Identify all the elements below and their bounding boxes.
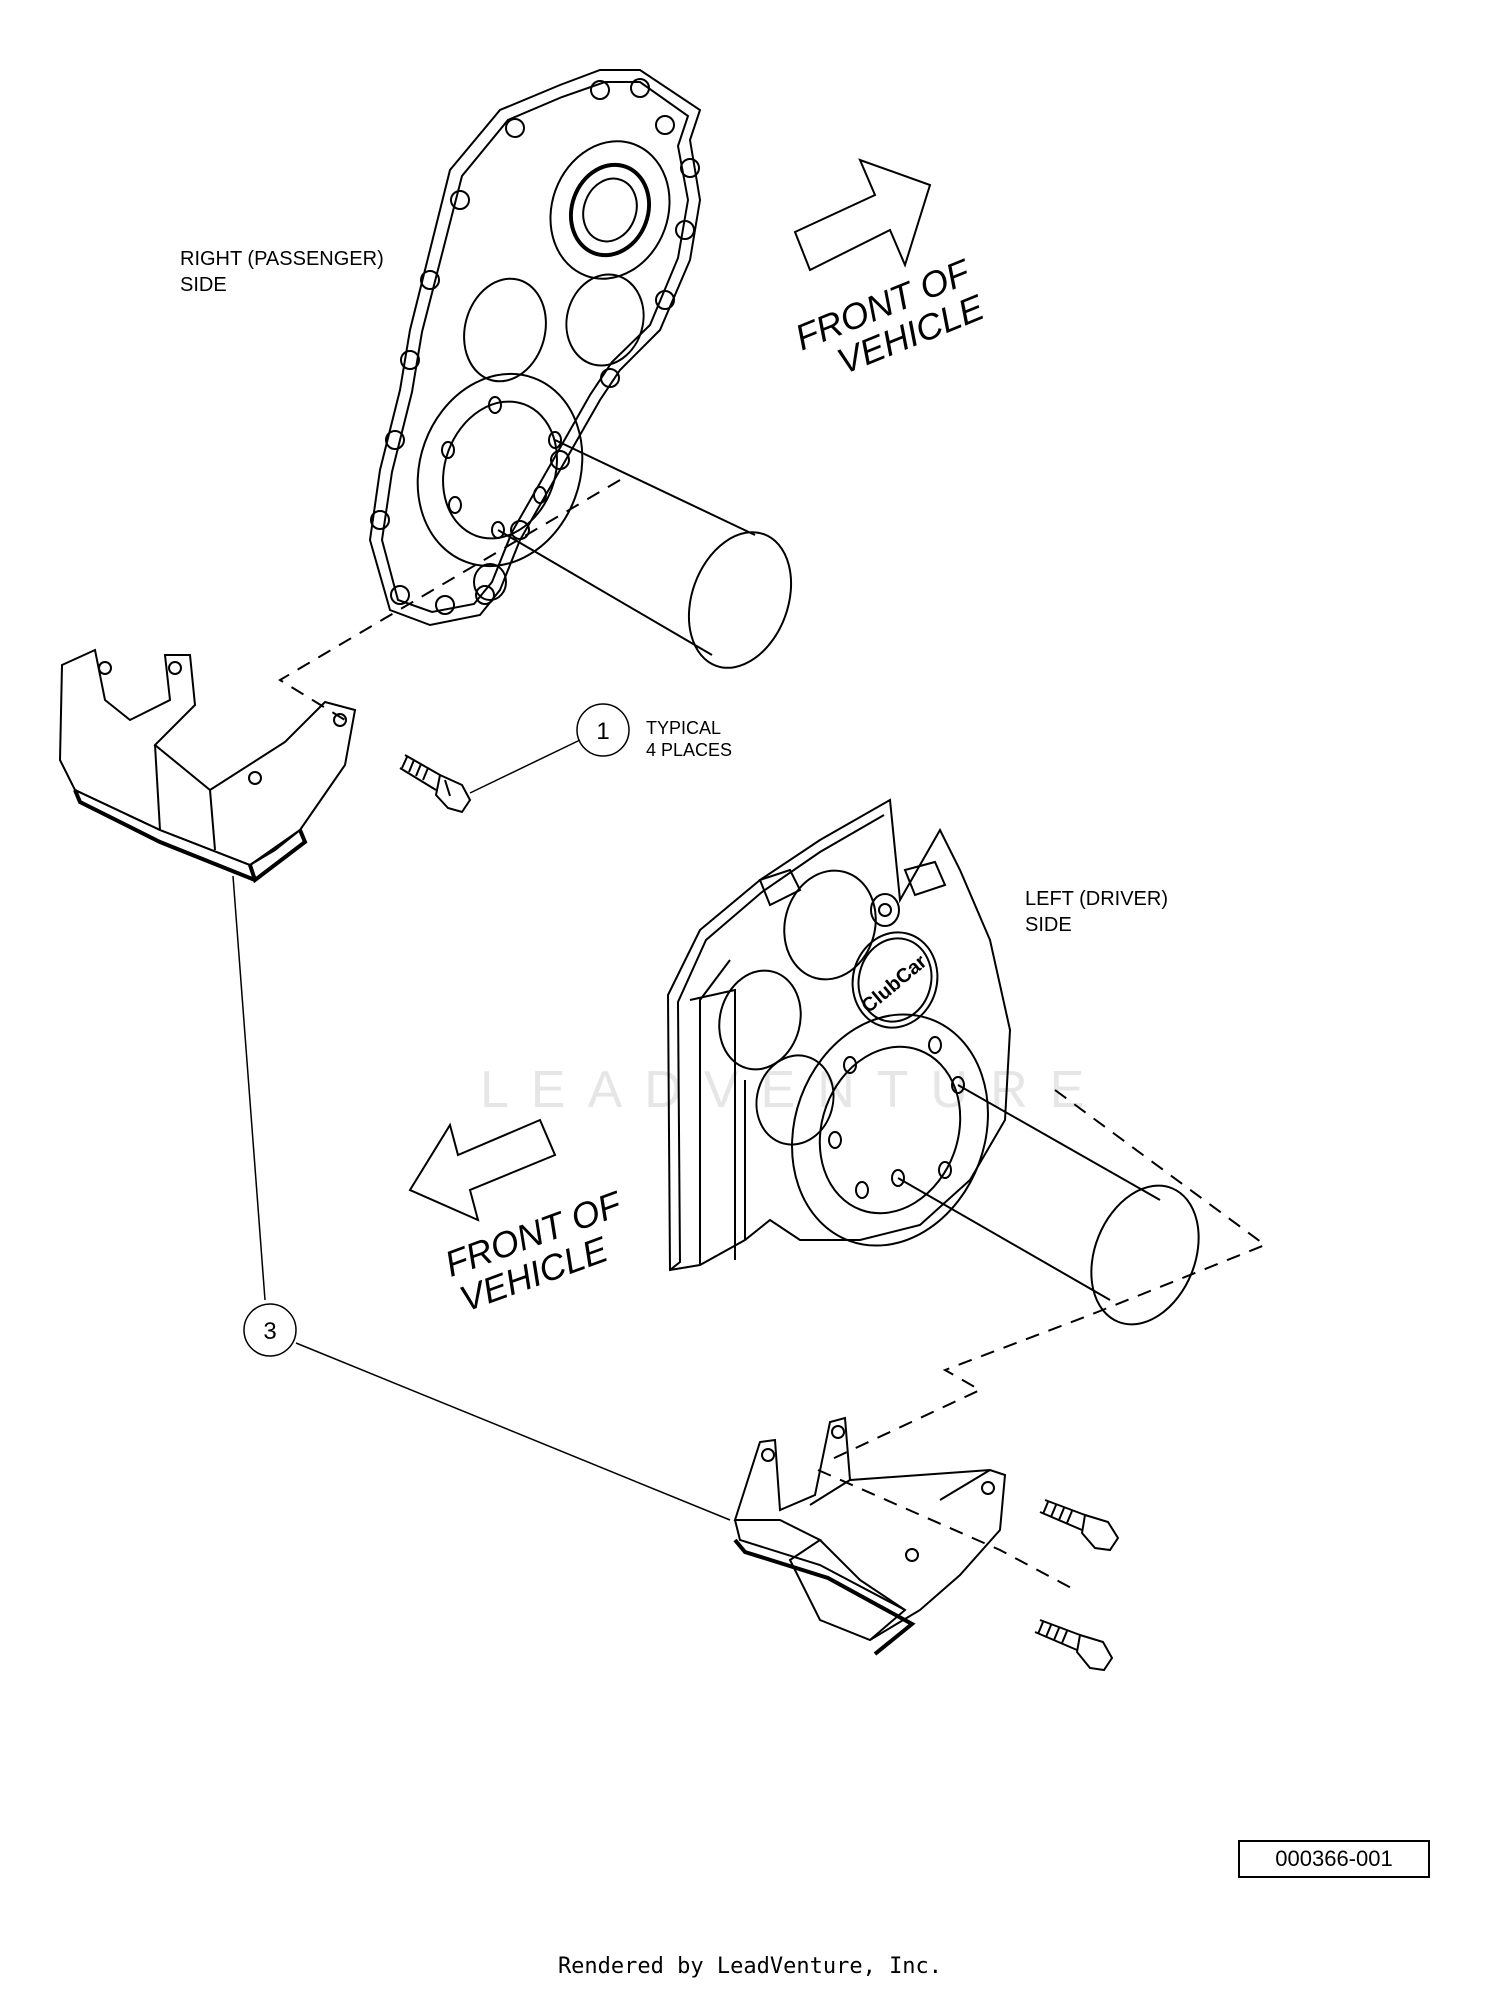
flange-bolt-holes [441, 396, 562, 539]
leader-line-1 [469, 739, 581, 794]
leader-line-3a [232, 875, 266, 1301]
assembly-line-left [829, 1089, 1268, 1461]
left-axle-tube [897, 1084, 1200, 1326]
bolt-3a [1039, 1499, 1120, 1552]
watermark-text: LEADVENTURE [480, 1061, 1107, 1119]
callout-1: 1 [576, 703, 630, 757]
svg-text:1: 1 [596, 718, 609, 745]
left-side-housing: ClubCar [666, 798, 1012, 1272]
right-side-label-line2: SIDE [180, 274, 227, 296]
right-shield-bracket [58, 648, 357, 884]
typical-note-line2: 4 PLACES [646, 740, 733, 760]
part-number-box: 000366-001 [1238, 1840, 1430, 1878]
left-flange-bolt-holes [828, 1036, 965, 1199]
left-shield-bracket [733, 1416, 1007, 1656]
right-side-label: RIGHT (PASSENGER) SIDE [180, 246, 384, 298]
assembly-line-left-2 [817, 1469, 1076, 1591]
footer-credit: Rendered by LeadVenture, Inc. [557, 1954, 943, 1979]
right-side-label-line1: RIGHT (PASSENGER) [180, 248, 384, 270]
front-arrow-top [793, 158, 932, 272]
typical-note: TYPICAL 4 PLACES [646, 717, 732, 761]
bolt-3b [1034, 1619, 1114, 1672]
svg-text:3: 3 [263, 1318, 276, 1345]
typical-note-line1: TYPICAL [646, 718, 722, 738]
right-side-housing [368, 69, 702, 627]
assembly-line-right [278, 479, 621, 721]
right-axle-tube [497, 439, 793, 669]
leader-line-3b [295, 1342, 731, 1521]
callout-3: 3 [243, 1303, 297, 1357]
left-side-label-line2: SIDE [1025, 914, 1072, 936]
left-side-label-line1: LEFT (DRIVER) [1025, 888, 1168, 910]
front-arrow-bottom [408, 1118, 557, 1222]
bolt-1 [399, 754, 472, 814]
left-side-label: LEFT (DRIVER) SIDE [1025, 886, 1168, 938]
housing-bolt-holes [370, 78, 700, 615]
